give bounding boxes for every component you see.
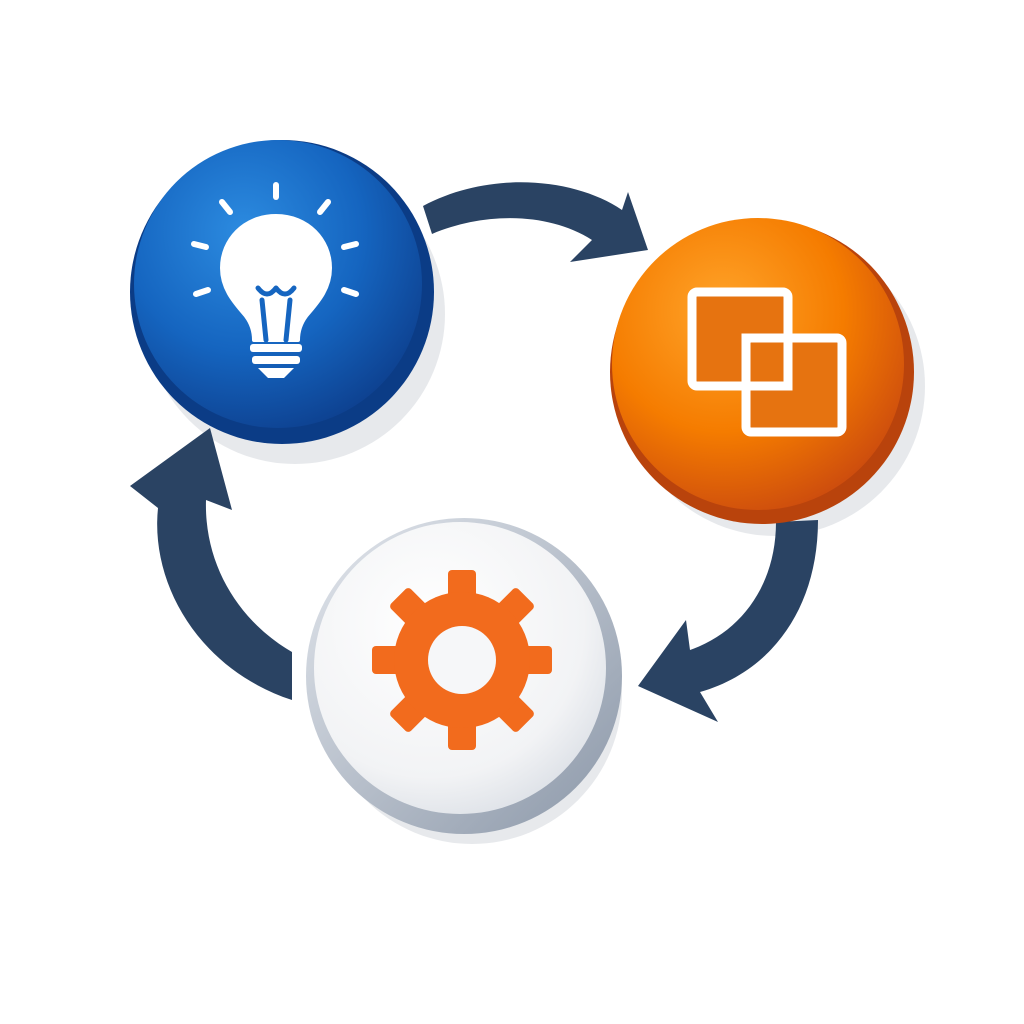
node-idea [130, 140, 434, 444]
overlapping-squares-icon [687, 287, 847, 437]
arrow-idea-to-design [423, 182, 648, 262]
gear-icon [372, 570, 552, 750]
lightbulb-icon [191, 182, 359, 378]
node-build [306, 518, 622, 834]
arrow-design-to-build [638, 520, 818, 722]
cycle-arrows [130, 182, 818, 722]
node-design [610, 218, 914, 524]
arrow-build-to-idea [130, 428, 292, 700]
